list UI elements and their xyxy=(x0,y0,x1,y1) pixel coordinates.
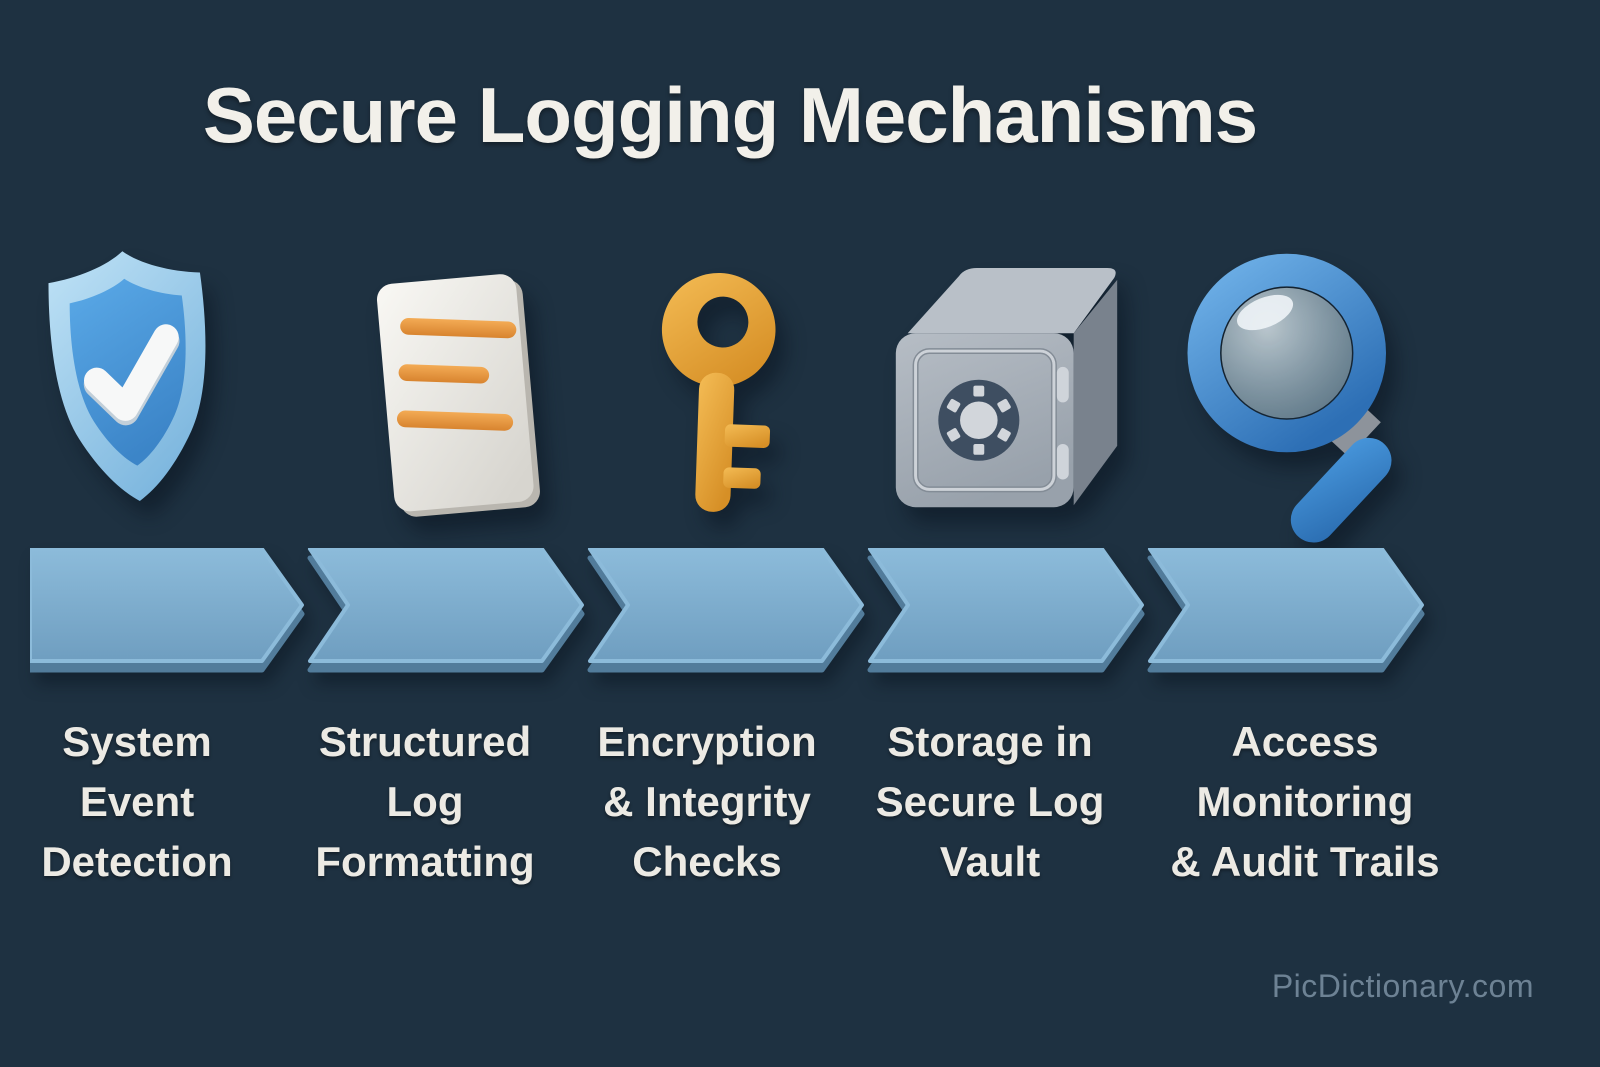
flow-arrow-5 xyxy=(1148,547,1424,663)
page-title: Secure Logging Mechanisms xyxy=(202,71,1258,159)
safe-vault-icon xyxy=(880,256,1132,543)
log-document-icon xyxy=(360,264,552,531)
flow-arrow-2 xyxy=(308,547,584,663)
step-label-access-monitoring-audit-trails: Access Monitoring & Audit Trails xyxy=(1170,718,1440,885)
magnifying-glass-icon xyxy=(1186,241,1428,553)
step-label-system-event-detection: System Event Detection xyxy=(41,718,233,885)
flow-arrow-band xyxy=(27,547,1430,682)
step-label-encryption-integrity-checks: Encryption & Integrity Checks xyxy=(597,718,817,885)
watermark-text: PicDictionary.com xyxy=(1271,968,1534,1004)
shield-check-icon xyxy=(28,236,235,533)
flow-arrow-3 xyxy=(588,547,864,663)
step-label-storage-secure-log-vault: Storage in Secure Log Vault xyxy=(875,718,1105,885)
flow-arrow-1 xyxy=(28,547,304,663)
flow-arrow-4 xyxy=(868,547,1144,663)
key-icon xyxy=(648,258,790,530)
step-label-structured-log-formatting: Structured Log Formatting xyxy=(315,718,535,885)
